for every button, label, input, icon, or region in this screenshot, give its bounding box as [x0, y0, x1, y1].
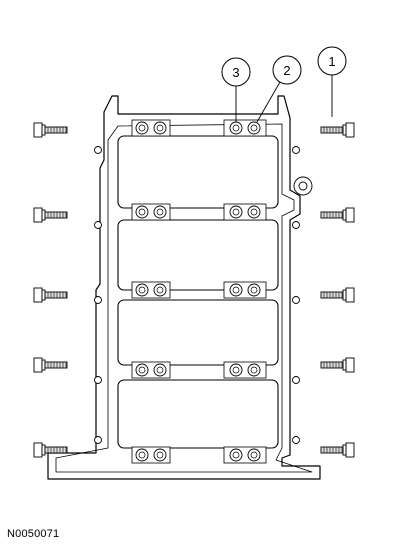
cap-nut — [153, 121, 167, 135]
cap-nut — [229, 283, 243, 297]
callout-3-circle — [221, 57, 251, 87]
frame-hole — [94, 146, 102, 154]
cap-nut — [135, 283, 149, 297]
frame-hole — [94, 376, 102, 384]
cap-nut — [135, 205, 149, 219]
cap-nut — [247, 121, 261, 135]
callout-1: 1 — [317, 46, 347, 117]
boss-inner — [298, 181, 308, 191]
bolt-left-1 — [33, 122, 68, 138]
bolt-right-1 — [320, 122, 355, 138]
frame-hole — [292, 376, 300, 384]
cap-nut — [229, 121, 243, 135]
callout-2-label: 2 — [283, 63, 290, 78]
bolt-right-4 — [320, 357, 355, 373]
cap-nut — [153, 448, 167, 462]
bolt-left-3 — [33, 287, 68, 303]
cap-nut — [153, 363, 167, 377]
cap-nut — [135, 121, 149, 135]
figure-id: N0050071 — [7, 528, 60, 540]
callout-3: 3 — [221, 57, 251, 122]
callout-1-label: 1 — [328, 54, 335, 69]
frame-hole — [292, 436, 300, 444]
frame-inner-edge — [55, 123, 313, 473]
callout-1-circle — [317, 46, 347, 76]
frame-hole — [94, 296, 102, 304]
bolt-right-2 — [320, 207, 355, 223]
frame-hole — [292, 221, 300, 229]
bearing-cap-3 — [117, 299, 279, 366]
frame-hole — [94, 436, 102, 444]
callout-2-leader — [256, 81, 281, 123]
bearing-cap-4 — [117, 379, 279, 449]
frame-hole — [292, 296, 300, 304]
bolt-right-5 — [320, 442, 355, 458]
cap-nut — [229, 205, 243, 219]
frame-holes — [94, 146, 313, 444]
frame-hole — [292, 146, 300, 154]
bolt-right-3 — [320, 287, 355, 303]
cap-nut — [247, 448, 261, 462]
callout-2: 2 — [256, 55, 302, 123]
bearing-cap-frame — [47, 95, 321, 480]
cap-nut — [135, 363, 149, 377]
cap-nut — [153, 283, 167, 297]
bolt-left-2 — [33, 207, 68, 223]
bearing-caps — [117, 135, 279, 449]
cap-nut — [153, 205, 167, 219]
cap-nut — [247, 205, 261, 219]
frame-hole — [94, 221, 102, 229]
cap-nut — [229, 363, 243, 377]
callout-2-circle — [272, 55, 302, 85]
bearing-cap-1 — [117, 135, 279, 209]
cap-nut — [229, 448, 243, 462]
callout-3-label: 3 — [232, 65, 239, 80]
bearing-cap-2 — [117, 219, 279, 291]
cap-nut — [247, 283, 261, 297]
cap-nut — [247, 363, 261, 377]
bolt-left-4 — [33, 357, 68, 373]
nut-group — [131, 119, 267, 464]
bolt-group — [33, 122, 355, 458]
bolt-left-5 — [33, 442, 68, 458]
cap-nut — [135, 448, 149, 462]
frame-outline — [47, 95, 321, 480]
